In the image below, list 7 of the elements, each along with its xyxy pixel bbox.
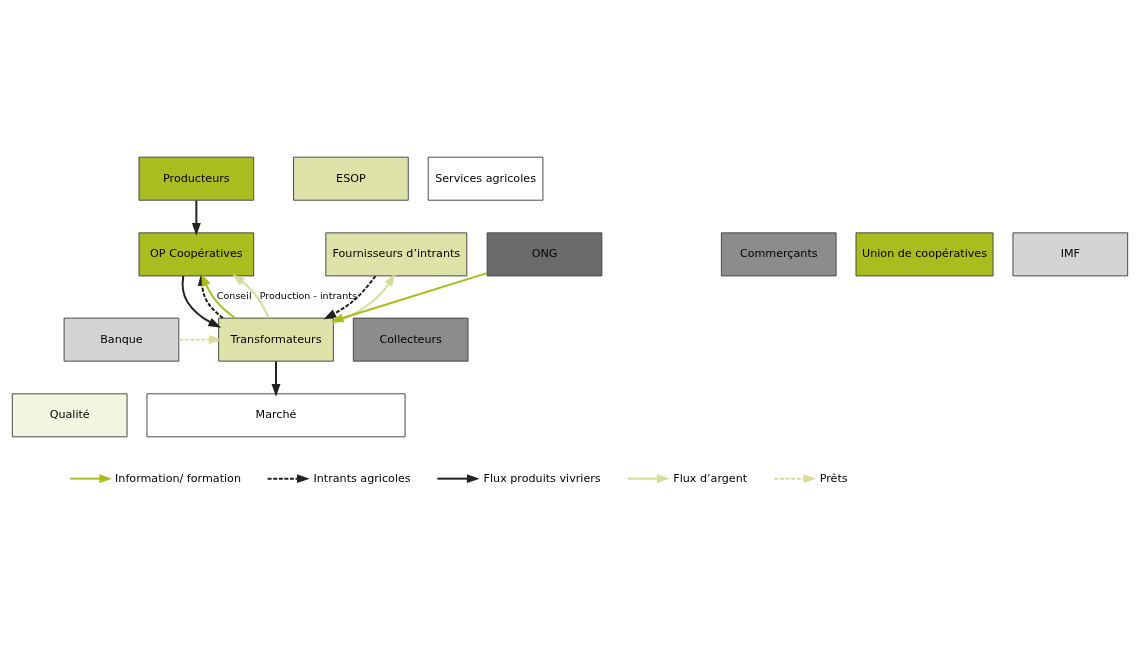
- edge-label: Production - intrants: [259, 290, 357, 302]
- legend-label: Flux d’argent: [673, 471, 748, 485]
- edge-label: Conseil: [216, 290, 252, 302]
- legend-label: Information/ formation: [115, 471, 241, 485]
- legend-label: Intrants agricoles: [313, 471, 411, 485]
- legend-label: Prêts: [819, 471, 848, 485]
- legend-label: Flux produits vivriers: [483, 471, 601, 485]
